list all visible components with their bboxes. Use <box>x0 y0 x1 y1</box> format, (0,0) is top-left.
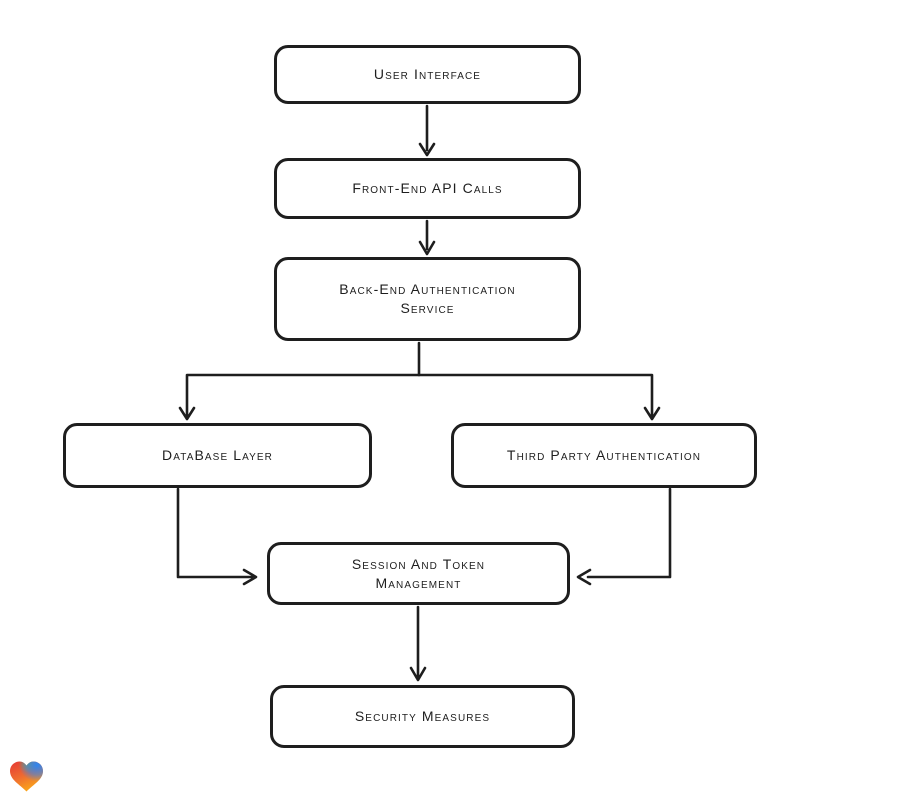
node-label: DataBase Layer <box>162 447 273 463</box>
edge-database-to-session <box>176 487 258 586</box>
node-back-end-authentication-service[interactable]: Back-End Authentication Service <box>274 257 581 341</box>
node-database-layer[interactable]: DataBase Layer <box>63 423 372 488</box>
node-label: Session And Token Management <box>351 555 486 591</box>
node-label: Back-End Authentication Service <box>339 281 516 316</box>
node-label: Front-End API Calls <box>352 180 503 196</box>
node-front-end-api-calls[interactable]: Front-End API Calls <box>274 158 581 219</box>
edge-ui-to-frontend <box>418 104 436 157</box>
heart-icon <box>10 761 43 792</box>
node-label: Third Party Authentication <box>506 447 702 463</box>
node-third-party-authentication[interactable]: Third Party Authentication <box>451 423 757 488</box>
edge-backend-to-database <box>178 341 421 421</box>
gradient-heart-logo[interactable] <box>10 761 43 793</box>
node-label: Security Measures <box>354 708 491 724</box>
edge-frontend-to-backend <box>418 219 436 256</box>
node-user-interface[interactable]: User Interface <box>274 45 581 104</box>
node-label: User Interface <box>373 66 482 82</box>
edge-session-to-security <box>409 605 427 682</box>
edge-thirdparty-to-session <box>576 487 672 586</box>
edge-backend-to-thirdparty <box>417 373 661 421</box>
node-security-measures[interactable]: Security Measures <box>270 685 575 748</box>
node-session-and-token-management[interactable]: Session And Token Management <box>267 542 570 605</box>
